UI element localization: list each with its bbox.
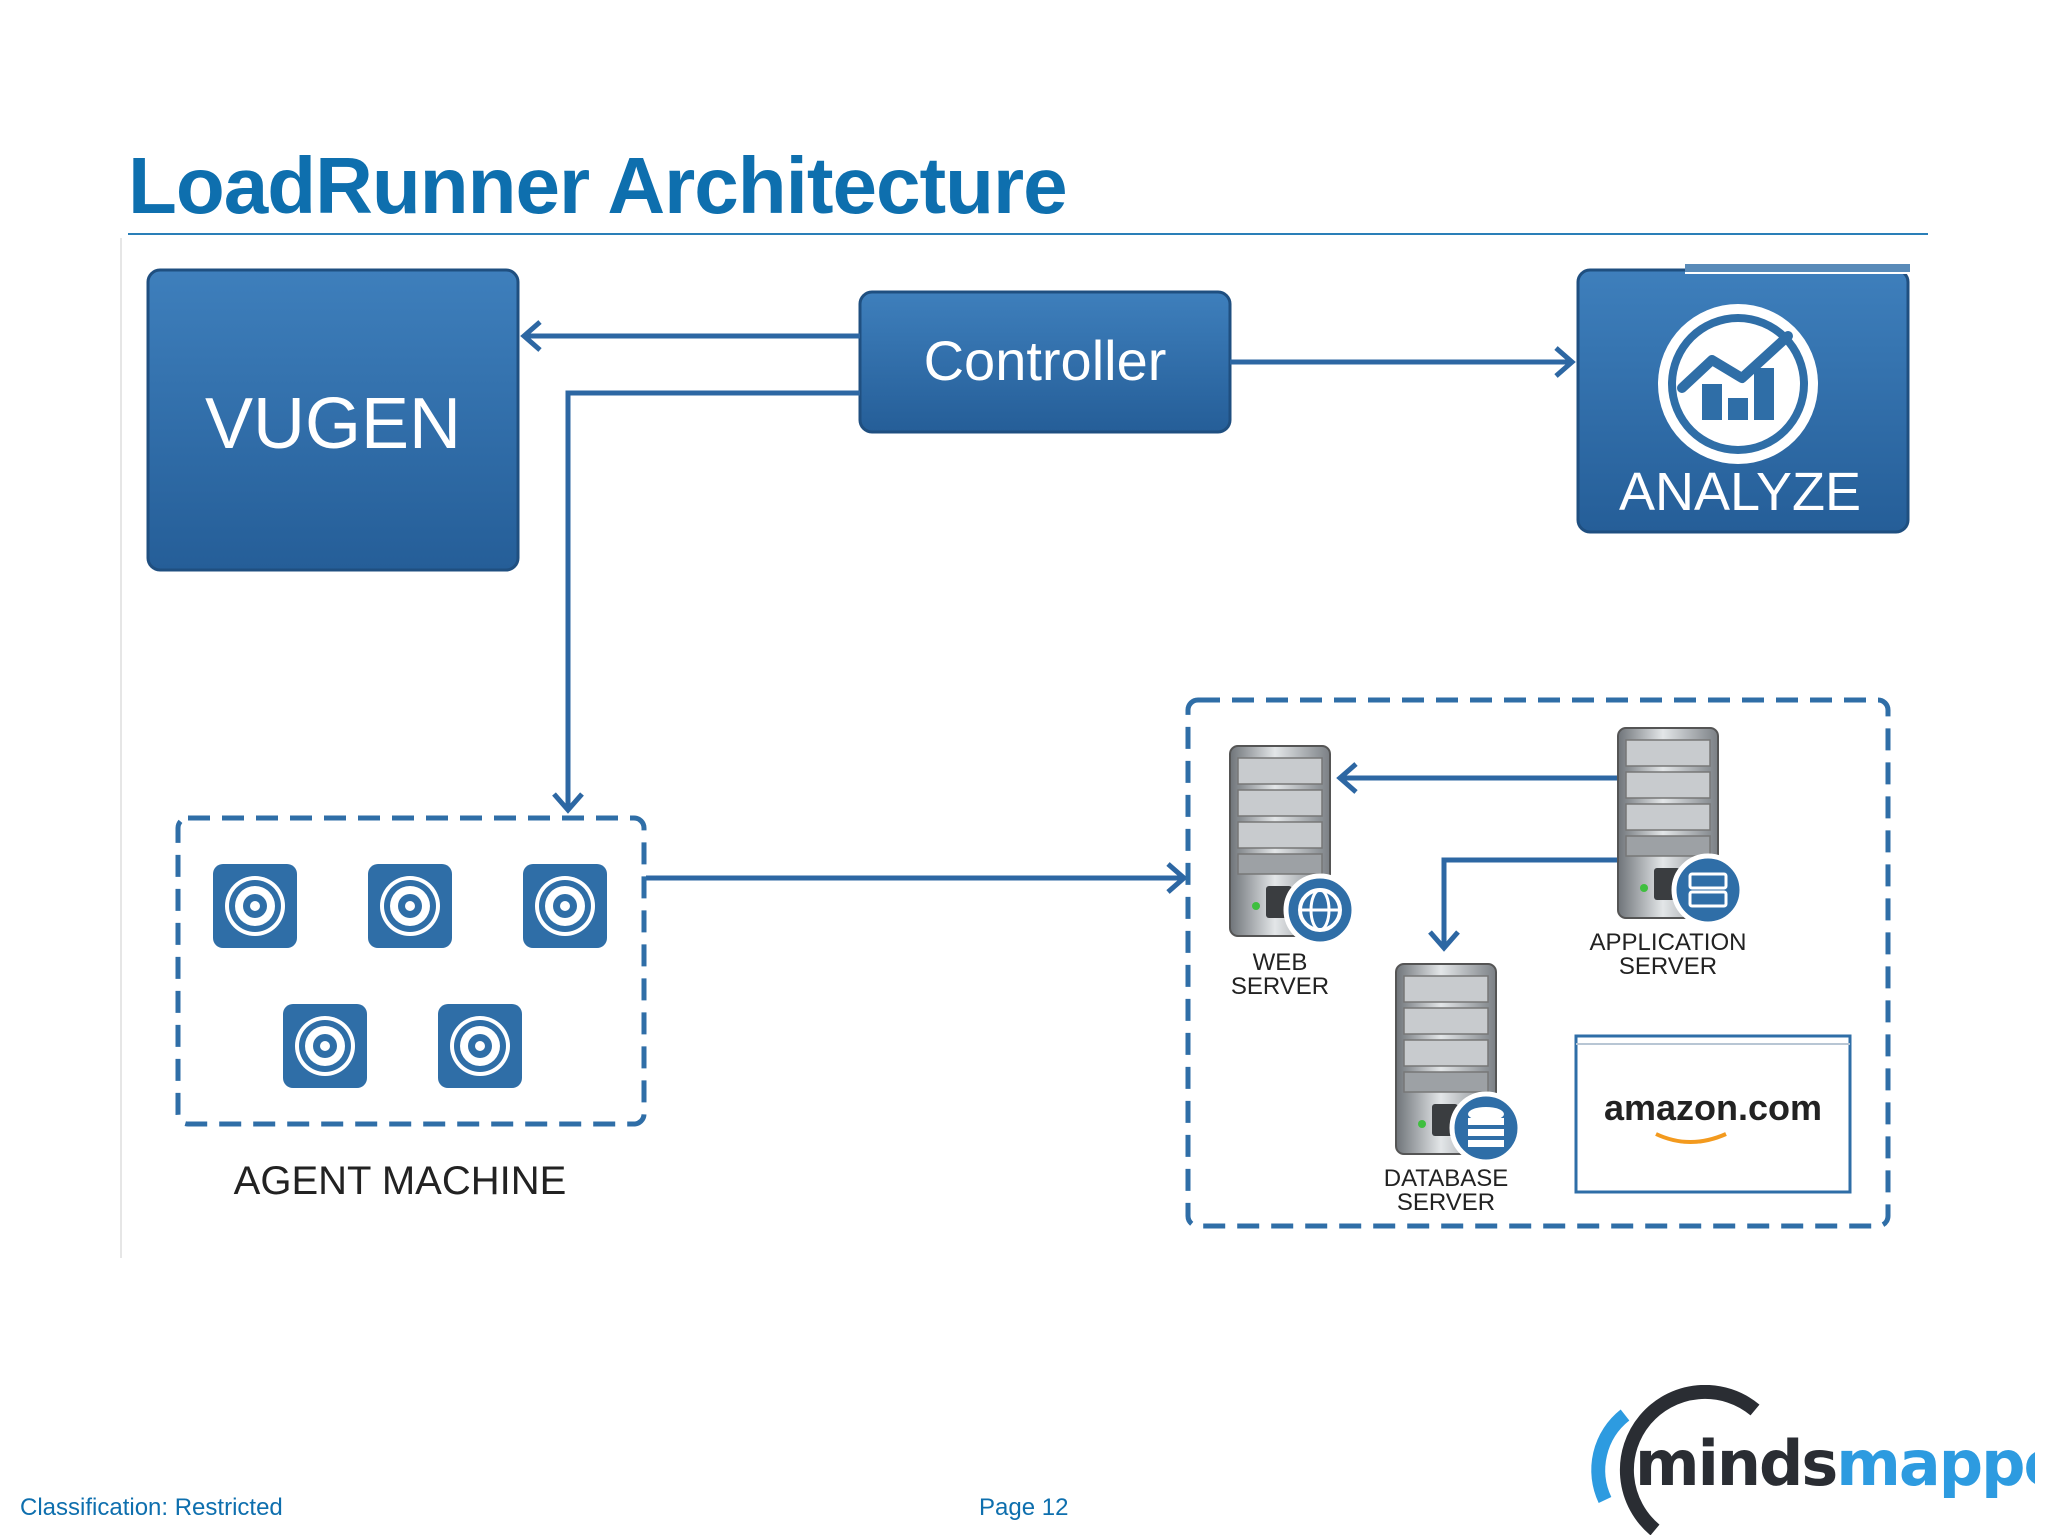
controller-label: Controller: [924, 329, 1167, 392]
load-generator-gear-icon: [523, 864, 607, 948]
analyze-box: ANALYZE: [1576, 264, 1910, 534]
agent-machine-group: AGENT MACHINE: [175, 815, 647, 1203]
database-server-label-line2: SERVER: [1397, 1189, 1495, 1216]
analyze-label: ANALYZE: [1619, 462, 1861, 522]
web-server-label-line2: SERVER: [1231, 973, 1329, 1000]
vugen-label: VUGEN: [205, 384, 461, 464]
page-title: LoadRunner Architecture: [128, 141, 1068, 230]
vugen-box: VUGEN: [146, 268, 520, 572]
footer-classification: Classification: Restricted: [20, 1494, 283, 1521]
amazon-smile-icon: [1655, 1132, 1727, 1144]
connection-arrows: [520, 320, 1622, 952]
web-server-icon: [1229, 745, 1357, 947]
database-server-icon: [1395, 963, 1523, 1165]
load-generator-gear-icon: [368, 864, 452, 948]
footer-page-number: Page 12: [979, 1494, 1069, 1521]
database-server-label-line1: DATABASE: [1384, 1165, 1508, 1192]
application-server-label-line1: APPLICATION: [1590, 929, 1747, 956]
mindsmapped-logo: mindsmapped: [1591, 1385, 2035, 1535]
load-generator-gear-icon: [438, 1004, 522, 1088]
svg-text:mindsmapped: mindsmapped: [1635, 1427, 2035, 1500]
load-generator-gear-icon: [283, 1004, 367, 1088]
agent-machine-label: AGENT MACHINE: [234, 1159, 567, 1203]
website-label: amazon.com: [1604, 1087, 1822, 1128]
application-server-label-line2: SERVER: [1619, 953, 1717, 980]
web-server-label-line1: WEB: [1253, 949, 1308, 976]
title-divider: [128, 233, 1928, 235]
website-window: amazon.com: [1574, 1034, 1852, 1194]
controller-box: Controller: [858, 290, 1232, 434]
load-generator-gear-icon: [213, 864, 297, 948]
architecture-diagram: VUGEN Controller ANALYZE: [120, 238, 1910, 1258]
application-server-icon: [1617, 727, 1745, 927]
server-group: WEB SERVER APPLICATION SERVER DATABASE S…: [1185, 697, 1891, 1229]
